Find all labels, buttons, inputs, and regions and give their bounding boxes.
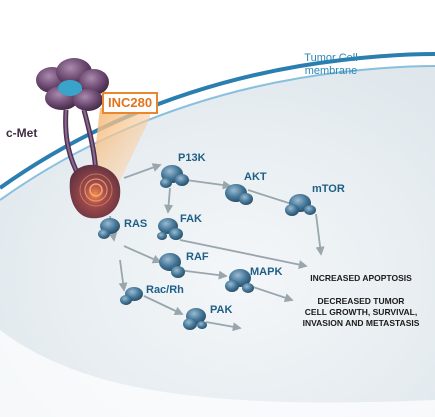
c-met-kinase-domain — [69, 164, 121, 219]
membrane-label: Tumor Cell membrane — [286, 52, 376, 78]
mtor-protein — [285, 194, 316, 216]
c-met-label: c-Met — [6, 126, 38, 140]
membrane-label-line2: membrane — [304, 65, 358, 77]
mapk-label: MAPK — [250, 266, 283, 278]
outcome-growth: DECREASED TUMOR CELL GROWTH, SURVIVAL, I… — [290, 296, 432, 329]
akt-protein — [225, 184, 253, 205]
outcome-apoptosis: INCREASED APOPTOSIS — [310, 273, 412, 283]
pi3k-protein — [160, 165, 189, 188]
rac-label: Rac/Rh — [146, 284, 184, 296]
pak-protein — [183, 308, 207, 330]
fak-protein — [157, 218, 183, 240]
akt-label: AKT — [244, 171, 267, 183]
protein-shapes — [98, 165, 316, 330]
membrane-label-line1: Tumor Cell — [304, 52, 358, 64]
mapk-protein — [225, 269, 254, 293]
inhibitor-beam — [92, 108, 150, 185]
raf-protein — [159, 253, 185, 278]
pi3k-label: P13K — [178, 152, 206, 164]
cell-interior-fade — [0, 330, 435, 417]
outcome-growth-line2: CELL GROWTH, SURVIVAL, — [304, 307, 418, 317]
fak-label: FAK — [180, 213, 202, 225]
ras-label: RAS — [124, 218, 148, 230]
outcome-growth-line1: DECREASED TUMOR — [317, 296, 405, 306]
c-met-receptor — [36, 58, 109, 180]
ras-protein — [98, 218, 120, 239]
mtor-label: mTOR — [312, 183, 345, 195]
inc280-label: INC280 — [102, 92, 159, 114]
ligand-binding-site — [58, 80, 82, 96]
membrane-inner-line — [0, 65, 435, 201]
rac-protein — [120, 287, 143, 305]
membrane-outer-line — [0, 52, 435, 190]
pak-label: PAK — [210, 304, 233, 316]
raf-label: RAF — [186, 251, 209, 263]
outcome-growth-line3: INVASION AND METASTASIS — [302, 318, 420, 328]
